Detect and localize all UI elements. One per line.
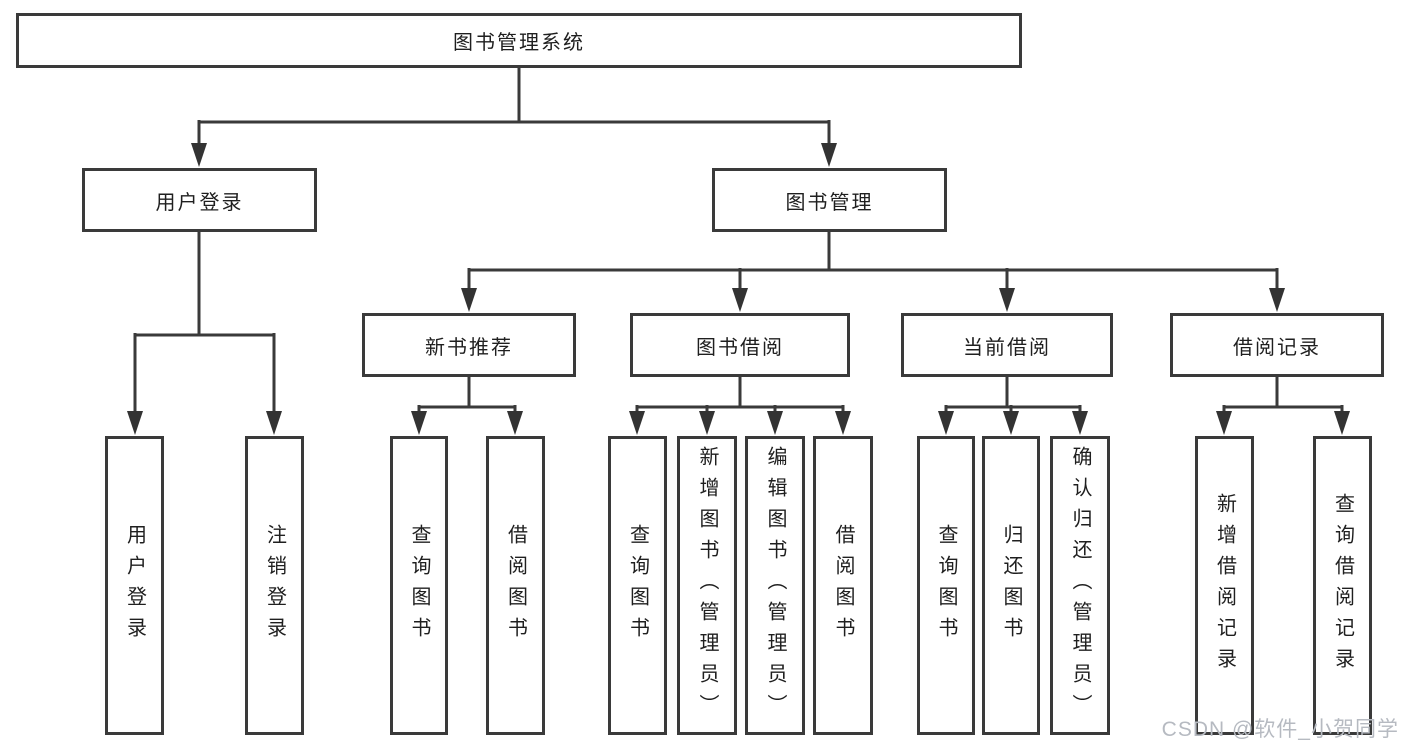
node-current-borrow: 当前借阅 [901,313,1113,377]
node-new-book-recommend: 新书推荐 [362,313,576,377]
connector-user-login-children [127,230,282,435]
arrowhead-icon [1334,411,1350,435]
node-label: 确认归还（管理员） [1069,446,1091,725]
node-label: 新书推荐 [425,336,513,359]
node-label: 图书管理 [785,191,874,214]
leaf-user-login: 用户登录 [105,436,164,735]
leaf-return-books: 归还图书 [982,436,1040,735]
node-label: 查询图书 [626,523,649,648]
arrowhead-icon [821,143,837,167]
arrowhead-icon [1216,411,1232,435]
arrowhead-icon [699,411,715,435]
node-label: 借阅图书 [504,523,527,648]
node-label: 图书管理系统 [453,32,585,54]
node-library-system: 图书管理系统 [16,13,1022,68]
node-book-borrow: 图书借阅 [630,313,850,377]
arrowhead-icon [999,288,1015,312]
node-label: 查询图书 [935,523,957,648]
node-label: 借阅图书 [832,523,854,648]
connector-current-borrow-children [938,375,1088,435]
arrowhead-icon [266,411,282,435]
node-label: 查询图书 [408,523,430,648]
leaf-query-borrow-record: 查询借阅记录 [1313,436,1372,735]
node-label: 用户登录 [123,523,146,648]
arrowhead-icon [629,411,645,435]
leaf-borrow-books: 借阅图书 [486,436,545,735]
leaf-borrow-books-2: 借阅图书 [813,436,873,735]
node-book-management: 图书管理 [712,168,947,232]
arrowhead-icon [507,411,523,435]
arrowhead-icon [835,411,851,435]
node-label: 图书借阅 [696,336,784,359]
arrowhead-icon [461,288,477,312]
node-borrow-record: 借阅记录 [1170,313,1384,377]
connector-new-book-children [411,375,523,435]
leaf-query-books: 查询图书 [390,436,448,735]
leaf-query-books-3: 查询图书 [917,436,975,735]
arrowhead-icon [1003,411,1019,435]
node-label: 当前借阅 [963,336,1051,359]
node-label: 新增图书（管理员） [696,446,718,725]
leaf-logout: 注销登录 [245,436,304,735]
arrowhead-icon [191,143,207,167]
leaf-add-borrow-record: 新增借阅记录 [1195,436,1254,735]
arrowhead-icon [938,411,954,435]
csdn-watermark: CSDN @软件_小贺同学 [1161,718,1399,741]
node-user-login: 用户登录 [82,168,317,232]
node-label: 注销登录 [263,523,286,648]
node-label: 查询借阅记录 [1331,492,1354,679]
leaf-confirm-return-admin: 确认归还（管理员） [1050,436,1110,735]
node-label: 归还图书 [1000,523,1022,648]
leaf-edit-books-admin: 编辑图书（管理员） [745,436,805,735]
leaf-query-books-2: 查询图书 [608,436,667,735]
node-label: 借阅记录 [1233,336,1321,359]
arrowhead-icon [1072,411,1088,435]
leaf-add-books-admin: 新增图书（管理员） [677,436,737,735]
connector-borrow-record-children [1216,375,1350,435]
node-label: 新增借阅记录 [1213,492,1236,679]
connector-root-to-level2 [191,66,837,167]
arrowhead-icon [127,411,143,435]
connector-book-borrow-children [629,375,851,435]
arrowhead-icon [767,411,783,435]
node-label: 用户登录 [155,191,244,214]
connector-book-mgmt-children [461,230,1285,312]
arrowhead-icon [1269,288,1285,312]
arrowhead-icon [732,288,748,312]
arrowhead-icon [411,411,427,435]
node-label: 编辑图书（管理员） [764,446,786,725]
